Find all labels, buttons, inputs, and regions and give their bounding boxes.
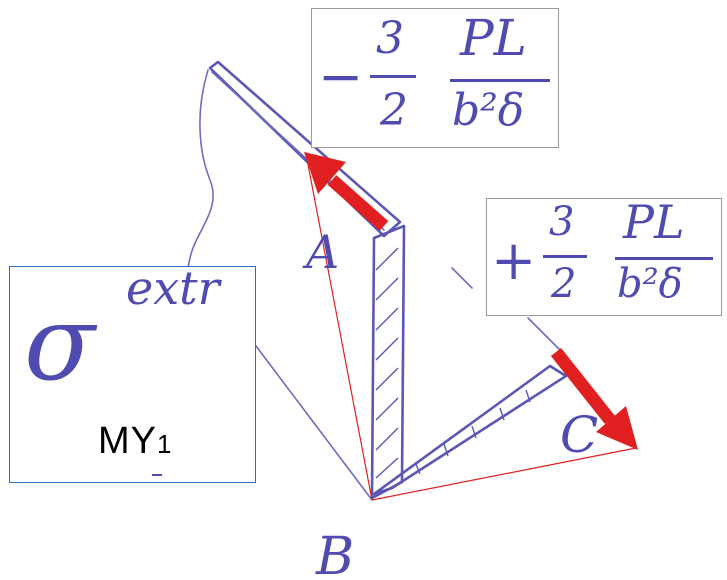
vertical-web [370,224,406,500]
moment-label-sub: 1 [157,429,173,459]
sigma-symbol: σ [24,282,95,404]
formula-top-sign: − [318,45,364,108]
formula-right-bar-2 [615,257,713,260]
formula-right-den: 2 [551,261,577,307]
formula-right-num: 3 [549,199,575,245]
stroke-near-c [527,317,561,351]
red-arrow-lower [550,347,638,450]
small-ink-mark [152,474,162,476]
formula-right-sign: + [491,229,537,292]
formula-right-bar-1 [543,255,587,258]
lower-flange [372,364,568,496]
point-label-c: C [560,406,598,464]
stress-distribution-lines [305,153,637,501]
point-label-b: B [315,527,354,580]
formula-box-top: − 3 2 PL b²δ [311,8,559,148]
formula-top-den: 2 [380,85,408,136]
formula-top-bar-1 [370,75,416,78]
legend-box: σ extr MY1 [9,261,256,483]
formula-top-num: 3 [376,13,404,64]
formula-top-frac-num: PL [460,9,527,67]
left-diagonal-line [255,345,373,501]
sigma-subscript-extr: extr [126,261,220,315]
formula-box-right: + 3 2 PL b²δ [486,195,722,316]
moment-label-main: MY [98,420,157,462]
red-arrow-upper [304,152,389,231]
moment-label: MY1 [98,420,172,463]
wavy-stress-profile [185,69,214,293]
formula-right-frac-num: PL [623,195,685,249]
formula-top-frac-den: b²δ [452,85,525,136]
small-stroke-right [451,267,473,289]
point-label-a: A [302,225,339,279]
formula-right-frac-den: b²δ [617,261,683,307]
formula-top-bar-2 [450,79,550,82]
